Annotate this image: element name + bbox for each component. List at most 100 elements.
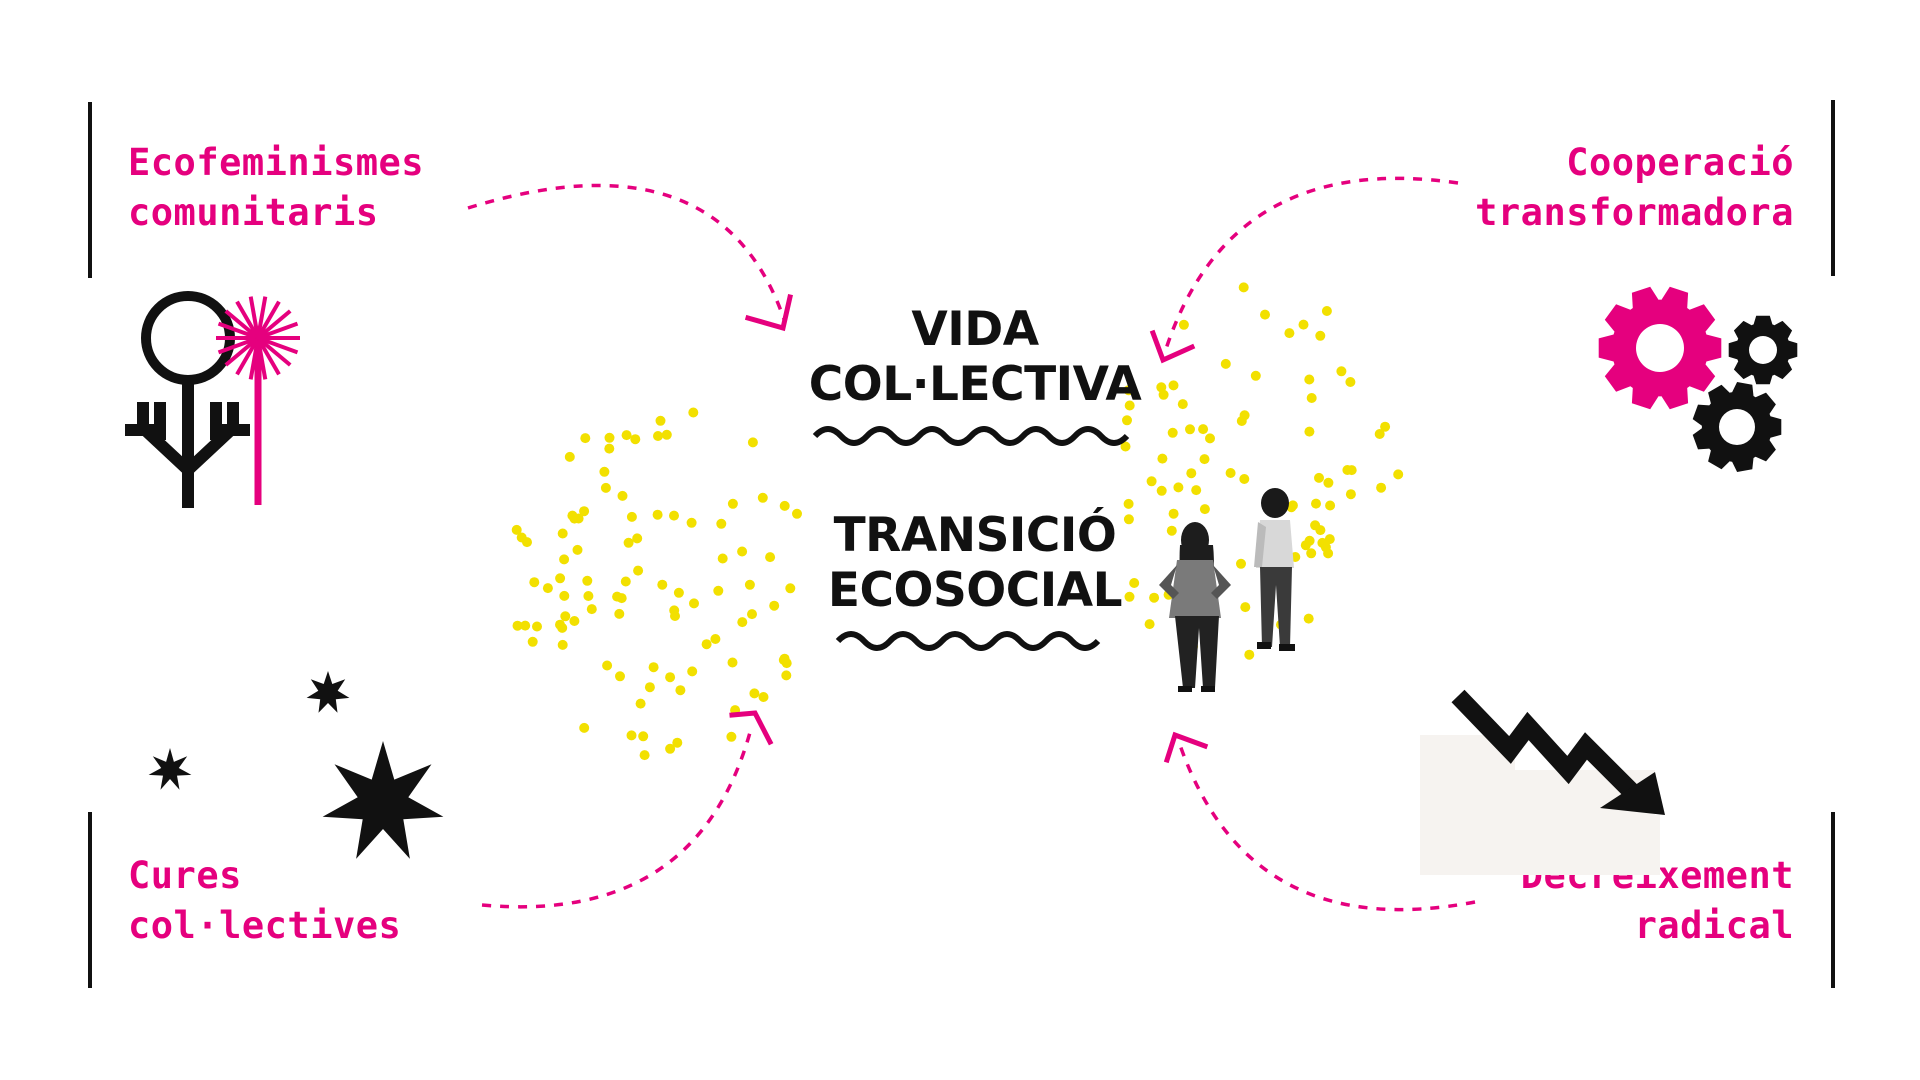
- yellow-dot: [737, 617, 748, 628]
- yellow-dot: [1374, 429, 1385, 439]
- yellow-dot: [557, 622, 568, 633]
- arrow-bottom-left: [481, 724, 754, 909]
- yellow-dot: [1324, 534, 1335, 545]
- yellow-dot: [713, 585, 724, 596]
- yellow-dot: [630, 434, 641, 445]
- gear-hole: [1749, 336, 1777, 364]
- label-decreixement: Decreixement radical: [1520, 854, 1794, 947]
- yellow-dot: [747, 437, 758, 448]
- yellow-dot: [1236, 558, 1246, 569]
- yellow-dot: [1199, 454, 1210, 465]
- yellow-dot: [779, 653, 790, 664]
- yellow-dot: [1287, 500, 1298, 511]
- star-small-icon: [306, 671, 350, 713]
- dandelion-ray: [235, 337, 260, 376]
- yellow-dot: [1304, 535, 1315, 546]
- yellow-dot: [621, 430, 632, 441]
- yellow-dot: [583, 591, 594, 601]
- gear-hole: [1636, 324, 1684, 372]
- yellow-dot: [1149, 592, 1160, 603]
- yellow-dot: [1123, 498, 1134, 509]
- yellow-dot: [672, 737, 683, 748]
- yellow-dot: [1306, 548, 1317, 559]
- yellow-dot: [710, 634, 721, 644]
- yellow-dot: [516, 532, 527, 543]
- yellow-dot: [1315, 525, 1326, 536]
- bottom-right-bar: [1831, 812, 1835, 988]
- yellow-dot: [1304, 374, 1315, 385]
- yellow-dot: [1380, 421, 1391, 432]
- top-right-bar: [1831, 100, 1835, 276]
- yellow-dot: [1146, 476, 1157, 487]
- yellow-dot: [1321, 306, 1332, 316]
- label-cooperacio: Cooperació transformadora: [1475, 141, 1794, 234]
- yellow-dot: [675, 685, 686, 696]
- yellow-dot: [1284, 328, 1295, 339]
- dashed-arrows: [467, 176, 1476, 912]
- yellow-dot: [657, 579, 668, 590]
- yellow-dot: [1205, 433, 1215, 444]
- yellow-dot: [511, 524, 522, 535]
- yellow-dot: [599, 466, 610, 477]
- yellow-dot: [579, 722, 590, 733]
- yellow-dot: [615, 671, 625, 682]
- star-shape: [306, 671, 350, 713]
- yellow-dot: [758, 692, 769, 702]
- dandelion-ray: [235, 300, 260, 339]
- yellow-dot: [644, 682, 655, 693]
- yellow-dot: [653, 431, 663, 441]
- yellow-dot: [600, 482, 611, 493]
- yellow-dot: [792, 508, 802, 519]
- yellow-dot: [1250, 370, 1261, 381]
- yellow-dot: [1186, 468, 1197, 479]
- yellow-dot: [620, 576, 631, 587]
- arrow-top-right: [1163, 176, 1459, 353]
- arrowheads: [729, 294, 1209, 764]
- yellow-dot: [1244, 649, 1255, 660]
- yellow-dot: [1325, 500, 1336, 511]
- yellow-dot: [616, 593, 627, 604]
- yellow-dot: [726, 731, 737, 742]
- yellow-dot: [1303, 613, 1314, 624]
- yellow-dot: [749, 688, 760, 699]
- yellow-dot: [686, 517, 697, 528]
- yellow-dot: [757, 492, 768, 503]
- yellow-dot: [542, 583, 553, 594]
- yellow-dot: [1120, 441, 1131, 452]
- yellow-dot: [617, 490, 628, 501]
- yellow-dot: [572, 544, 583, 555]
- yellow-dot: [665, 743, 676, 754]
- yellow-dot: [1124, 591, 1135, 602]
- gears-icon: [1598, 286, 1798, 472]
- dandelion-ray: [256, 336, 292, 367]
- dandelion-ray: [217, 336, 259, 355]
- dandelion-ray: [257, 336, 299, 355]
- yellow-dot: [727, 498, 738, 509]
- arrowhead-top-right: [1149, 329, 1196, 364]
- yellow-dot: [638, 731, 649, 742]
- yellow-dot: [1123, 385, 1134, 396]
- yellow-dot: [747, 609, 757, 620]
- yellow-dot: [1123, 514, 1134, 525]
- yellow-dot: [582, 575, 593, 586]
- yellow-dot: [529, 577, 540, 588]
- yellow-dot: [639, 750, 650, 761]
- dandelion-ray: [257, 321, 299, 340]
- yellow-dot: [1129, 578, 1140, 588]
- arrowhead-bottom-right: [1163, 731, 1209, 764]
- yellow-dot: [1239, 410, 1250, 421]
- star-shape: [148, 748, 192, 790]
- yellow-dot: [716, 518, 727, 529]
- yellow-dot: [633, 565, 644, 576]
- stars-icon: [148, 671, 444, 859]
- title-vida-collectiva: VIDA COL·LECTIVA: [808, 302, 1142, 412]
- yellow-dot: [567, 510, 578, 521]
- wavy-underline-1: [812, 426, 1130, 446]
- yellow-dot: [1122, 415, 1132, 426]
- yellow-dot: [1177, 399, 1188, 410]
- yellow-dot: [1323, 477, 1334, 488]
- yellow-dot: [1166, 525, 1177, 536]
- yellow-dot: [781, 670, 792, 681]
- dandelion-ray: [256, 296, 268, 339]
- yellow-dot: [527, 636, 538, 647]
